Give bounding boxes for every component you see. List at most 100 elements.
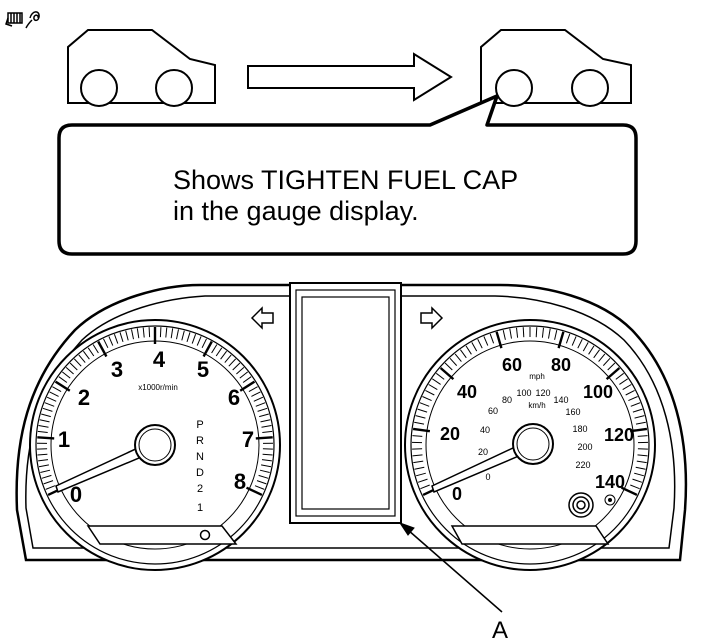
major-tick bbox=[255, 436, 273, 440]
trip-reset-knob[interactable] bbox=[568, 492, 594, 518]
turn-signal-left-icon bbox=[250, 306, 274, 330]
minor-tick bbox=[259, 469, 270, 473]
major-tick bbox=[629, 427, 648, 433]
speedometer-kmh-number: 160 bbox=[565, 407, 580, 417]
minor-tick bbox=[87, 347, 95, 357]
speedometer-kmh-number: 120 bbox=[535, 388, 550, 398]
minor-tick bbox=[41, 413, 51, 418]
speedometer-kmh-number: 60 bbox=[488, 406, 498, 416]
major-tick bbox=[557, 331, 565, 349]
minor-tick bbox=[419, 402, 430, 407]
minor-tick bbox=[420, 484, 430, 490]
minor-tick bbox=[255, 402, 266, 407]
car-wheel bbox=[80, 69, 118, 107]
minor-tick bbox=[415, 415, 426, 419]
minor-tick bbox=[422, 396, 432, 402]
minor-tick bbox=[131, 329, 134, 340]
major-tick bbox=[239, 380, 256, 392]
minor-tick bbox=[211, 344, 218, 354]
tachometer-bottom-plate bbox=[86, 525, 238, 545]
minor-tick bbox=[444, 362, 453, 371]
minor-tick bbox=[253, 396, 264, 402]
minor-tick bbox=[625, 389, 635, 396]
major-tick bbox=[495, 331, 503, 349]
minor-tick bbox=[254, 485, 265, 490]
minor-tick bbox=[119, 332, 124, 343]
tachometer-hub bbox=[134, 424, 176, 466]
minor-tick bbox=[136, 328, 140, 339]
minor-tick bbox=[92, 344, 99, 354]
minor-tick bbox=[262, 430, 273, 433]
major-tick bbox=[97, 340, 108, 358]
minor-tick bbox=[465, 345, 472, 355]
speedometer-kmh-number: 0 bbox=[485, 472, 490, 482]
speedometer-kmh-number: 100 bbox=[516, 388, 531, 398]
minor-tick bbox=[159, 327, 162, 338]
speedometer-mph-number: 80 bbox=[551, 355, 571, 375]
minor-tick bbox=[588, 345, 595, 355]
minor-tick bbox=[628, 396, 638, 402]
speedometer-kmh-number: 200 bbox=[577, 442, 592, 452]
fuel-cap-icon bbox=[5, 11, 40, 29]
minor-tick bbox=[417, 408, 428, 413]
minor-tick bbox=[196, 336, 202, 346]
speedometer-kmh-label: km/h bbox=[528, 401, 545, 410]
major-tick bbox=[620, 486, 638, 496]
minor-tick bbox=[165, 327, 168, 338]
tachometer-number: 7 bbox=[242, 427, 254, 452]
minor-tick bbox=[593, 349, 601, 359]
minor-tick bbox=[541, 327, 544, 338]
car-wheel bbox=[495, 69, 533, 107]
minor-tick bbox=[228, 358, 237, 367]
tachometer-number: 2 bbox=[78, 385, 90, 410]
major-tick bbox=[439, 367, 455, 381]
minor-tick bbox=[577, 338, 583, 349]
minor-tick bbox=[42, 407, 53, 412]
tachometer-unit-label: x1000r/min bbox=[138, 383, 178, 392]
major-tick bbox=[37, 436, 55, 440]
minor-tick bbox=[412, 454, 423, 457]
minor-tick bbox=[251, 391, 261, 397]
minor-tick bbox=[554, 329, 558, 340]
minor-tick bbox=[415, 472, 426, 477]
minor-tick bbox=[516, 327, 519, 338]
minor-tick bbox=[44, 402, 55, 407]
speedometer-ticks bbox=[411, 327, 649, 496]
speedometer-mph-number: 140 bbox=[595, 472, 625, 492]
minor-tick bbox=[602, 357, 611, 366]
tachometer-number: 3 bbox=[111, 357, 123, 382]
minor-tick bbox=[634, 472, 645, 477]
warning-lamp-icon bbox=[604, 494, 616, 506]
minor-tick bbox=[236, 367, 245, 375]
minor-tick bbox=[261, 425, 272, 428]
speedometer-kmh-number: 20 bbox=[478, 447, 488, 457]
gauge-display bbox=[289, 282, 402, 524]
minor-tick bbox=[248, 386, 258, 393]
minor-tick bbox=[41, 474, 52, 479]
minor-tick bbox=[619, 378, 628, 385]
speedometer-kmh-number: 180 bbox=[572, 424, 587, 434]
gear-indicator: 1 bbox=[197, 502, 203, 514]
speedometer: 0 20 40 60 80 100 120 140 0 20 40 60 80 … bbox=[404, 319, 656, 571]
minor-tick bbox=[449, 357, 458, 366]
minor-tick bbox=[170, 328, 174, 339]
minor-tick bbox=[78, 354, 86, 363]
minor-tick bbox=[83, 350, 90, 360]
minor-tick bbox=[125, 330, 129, 341]
major-tick bbox=[412, 427, 431, 433]
minor-tick bbox=[262, 453, 273, 456]
minor-tick bbox=[413, 460, 424, 464]
minor-tick bbox=[571, 336, 577, 346]
major-tick bbox=[245, 486, 263, 496]
minor-tick bbox=[630, 402, 641, 407]
minor-tick bbox=[232, 362, 241, 371]
speedometer-mph-number: 100 bbox=[583, 382, 613, 402]
car-wheel bbox=[571, 69, 609, 107]
minor-tick bbox=[73, 358, 82, 367]
minor-tick bbox=[615, 372, 625, 380]
tachometer-number: 4 bbox=[153, 347, 166, 372]
minor-tick bbox=[49, 391, 59, 397]
minor-tick bbox=[454, 353, 462, 362]
minor-tick bbox=[46, 396, 57, 402]
